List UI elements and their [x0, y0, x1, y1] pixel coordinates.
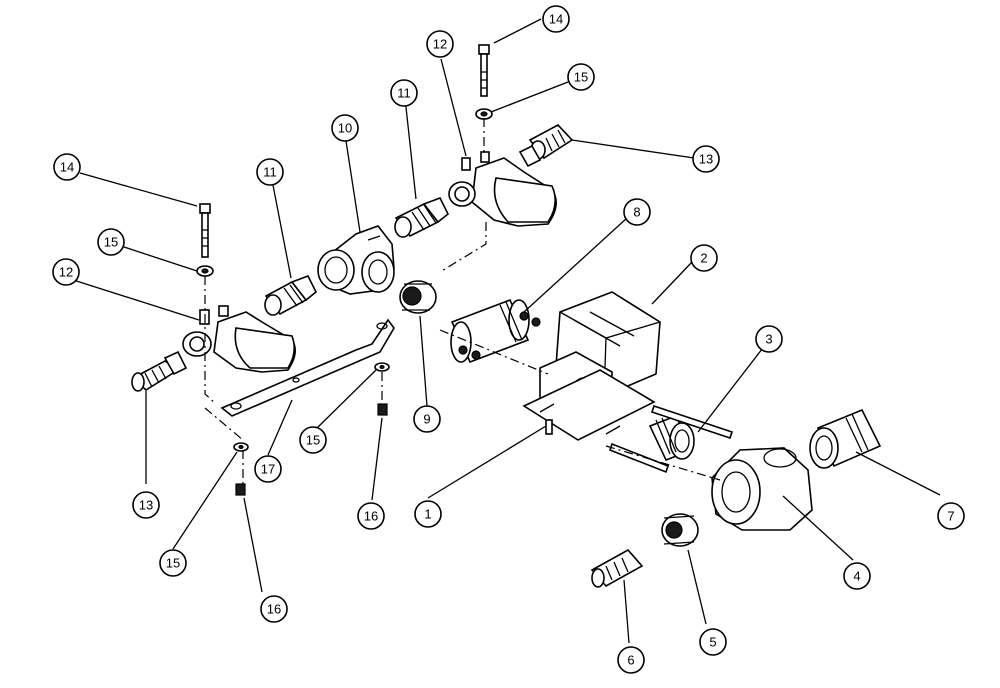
- callout-3: 3: [755, 325, 783, 353]
- callout-14: 14: [542, 5, 570, 33]
- callout-label: 3: [765, 332, 772, 347]
- callout-14: 14: [53, 153, 81, 181]
- callout-label: 15: [104, 235, 118, 250]
- callout-7: 7: [937, 502, 965, 530]
- callout-label: 12: [59, 265, 73, 280]
- left-valve-body: [182, 305, 296, 373]
- callout-label: 2: [700, 251, 707, 266]
- callout-15: 15: [159, 549, 187, 577]
- callout-label: 14: [60, 160, 74, 175]
- callout-label: 15: [306, 433, 320, 448]
- left-washer: [196, 265, 214, 277]
- callout-12: 12: [52, 258, 80, 286]
- callout-15: 15: [299, 426, 327, 454]
- callout-15: 15: [567, 63, 595, 91]
- bracket-nut-right: [377, 403, 388, 416]
- right-bolt: [478, 44, 490, 97]
- left-bolt: [199, 203, 211, 258]
- callout-16: 16: [260, 595, 288, 623]
- callout-label: 17: [261, 462, 275, 477]
- outlet-tee: [711, 447, 813, 531]
- valve-outlet-fitting: [648, 414, 695, 462]
- callout-9: 9: [413, 405, 441, 433]
- callout-12: 12: [426, 30, 454, 58]
- callout-label: 5: [709, 635, 716, 650]
- callout-11: 11: [390, 79, 418, 107]
- callout-label: 13: [699, 152, 713, 167]
- callout-11: 11: [256, 158, 284, 186]
- callout-label: 12: [433, 37, 447, 52]
- bushing: [399, 280, 437, 314]
- bracket-nut-left: [235, 483, 246, 496]
- callout-label: 11: [397, 86, 411, 101]
- callout-label: 15: [574, 70, 588, 85]
- callout-label: 7: [947, 509, 954, 524]
- callout-8: 8: [623, 198, 651, 226]
- small-hose-barb: [590, 548, 644, 588]
- callout-13: 13: [692, 145, 720, 173]
- assembly-centerlines: [204, 118, 721, 484]
- callout-17: 17: [254, 455, 282, 483]
- callout-label: 10: [338, 121, 352, 136]
- mounting-bracket: [220, 318, 395, 417]
- leader-lines: [66, 18, 941, 644]
- callout-4: 4: [843, 562, 871, 590]
- right-valve-body: [448, 151, 557, 227]
- reducer-bushing: [661, 513, 699, 547]
- callout-label: 9: [423, 412, 430, 427]
- tee-fitting: [317, 225, 395, 295]
- callout-16: 16: [357, 502, 385, 530]
- callout-13: 13: [132, 491, 160, 519]
- callout-label: 8: [633, 205, 640, 220]
- callout-label: 1: [424, 507, 431, 522]
- left-nipple: [264, 274, 318, 316]
- solenoid-screws: [458, 311, 541, 360]
- bracket-washer-left: [233, 442, 249, 452]
- right-washer: [475, 108, 493, 120]
- outlet-hose-barb: [809, 408, 882, 469]
- callout-label: 4: [853, 569, 860, 584]
- left-hose-barb: [131, 350, 188, 392]
- right-nipple: [394, 196, 450, 238]
- callout-6: 6: [617, 646, 645, 674]
- right-hose-barb: [518, 124, 574, 168]
- callout-15: 15: [97, 228, 125, 256]
- callout-label: 16: [364, 509, 378, 524]
- callout-label: 6: [627, 653, 634, 668]
- callout-2: 2: [690, 244, 718, 272]
- callout-5: 5: [699, 628, 727, 656]
- bracket-washer-right: [374, 362, 390, 372]
- callout-label: 15: [166, 556, 180, 571]
- solenoid-valve: [522, 351, 656, 441]
- callout-label: 16: [267, 602, 281, 617]
- callout-label: 13: [139, 498, 153, 513]
- callout-10: 10: [331, 114, 359, 142]
- callout-label: 14: [549, 12, 563, 27]
- callout-label: 11: [263, 165, 277, 180]
- callout-1: 1: [414, 500, 442, 528]
